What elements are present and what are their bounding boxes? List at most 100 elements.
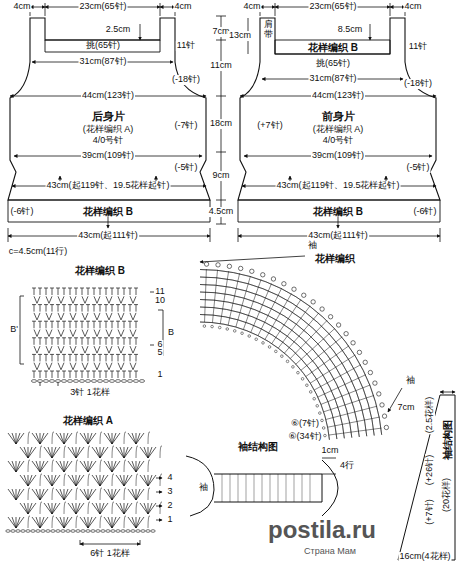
dimension-label: 13cm xyxy=(228,31,252,41)
dimension-label: 9cm xyxy=(211,171,230,181)
stitch-stroke xyxy=(130,346,136,353)
stitch-stroke xyxy=(20,447,36,458)
stitch-stroke xyxy=(68,447,84,458)
stitch-stroke xyxy=(80,489,96,500)
stitch-stroke xyxy=(124,488,126,500)
dimension-line xyxy=(210,228,211,242)
stitch-stroke xyxy=(140,475,156,486)
stitch-stroke xyxy=(62,321,66,328)
stitch-stroke xyxy=(112,502,114,514)
stitch-stroke xyxy=(134,305,138,312)
stitch-stroke xyxy=(56,371,60,378)
stitch-stroke xyxy=(8,461,24,472)
stitch-stroke xyxy=(116,321,120,328)
dimension-label: B xyxy=(167,328,175,338)
stitch-stroke xyxy=(86,338,90,345)
stitch-stroke xyxy=(88,502,90,514)
stitch-stroke xyxy=(265,294,292,340)
stitch-stroke xyxy=(122,288,126,295)
dimension-label: 43cm(起111针) xyxy=(307,231,369,241)
dimension-line xyxy=(222,474,223,502)
stitch-stroke xyxy=(243,279,261,329)
stitch-stroke xyxy=(94,330,100,337)
stitch-stroke xyxy=(32,517,48,528)
panel-note: (花样编织 A) xyxy=(312,124,365,135)
stitch-stroke xyxy=(98,338,102,345)
stitch-stroke xyxy=(56,288,60,295)
stitch-stroke xyxy=(214,474,322,502)
dimension-line xyxy=(108,215,109,228)
stitch-stroke xyxy=(68,503,84,514)
stitch-stroke xyxy=(46,313,52,320)
stitch-stroke xyxy=(86,321,90,328)
dimension-label: 23cm(65针) xyxy=(78,2,127,12)
stitch-stroke xyxy=(74,338,78,345)
stitch-stroke xyxy=(128,354,132,361)
dimension-label: 8.5cm xyxy=(337,25,364,35)
stitch-stroke xyxy=(34,296,40,303)
stitch-stroke xyxy=(92,447,108,458)
stitch-stroke xyxy=(128,371,132,378)
stitch-stroke xyxy=(94,296,100,303)
stitch-stroke xyxy=(34,330,40,337)
stitch-stroke xyxy=(106,363,112,370)
dimension-label: 6针 1花样 xyxy=(89,549,131,559)
stitch-stroke xyxy=(34,363,40,370)
dimension-line xyxy=(440,228,441,242)
dimension-line xyxy=(140,24,141,40)
dimension-line xyxy=(254,474,255,502)
dimension-label: (+26针) xyxy=(425,454,435,486)
dimension-label: 39cm(109针) xyxy=(311,151,365,161)
stitch-stroke xyxy=(82,346,88,353)
stitch-stroke xyxy=(68,305,72,312)
dimension-line xyxy=(156,478,162,479)
stitch-stroke xyxy=(68,475,84,486)
stitch-stroke xyxy=(118,296,124,303)
stitch-stroke xyxy=(56,321,60,328)
stitch-stroke xyxy=(68,288,72,295)
panel-name: 前身片 xyxy=(321,110,356,124)
dimension-label: 18cm xyxy=(209,119,233,129)
dimension-label: 袖 xyxy=(198,483,209,493)
stitch-stroke xyxy=(52,488,54,500)
dimension-line xyxy=(238,228,239,242)
dimension-line xyxy=(262,474,263,502)
dimension-label: 肩带 xyxy=(263,20,274,40)
stitch-stroke xyxy=(98,321,102,328)
stitch-stroke xyxy=(104,338,108,345)
dimension-label: 袖 xyxy=(307,241,318,251)
stitch-stroke xyxy=(329,428,382,435)
stitch-stroke xyxy=(64,474,66,486)
dimension-line xyxy=(338,215,339,228)
stitch-stroke xyxy=(130,363,136,370)
sleeve-fan-chart xyxy=(200,256,402,440)
stitch-stroke xyxy=(110,305,114,312)
stitch-stroke xyxy=(100,488,102,500)
stitch-stroke xyxy=(116,305,120,312)
dimension-label: 43cm(起111针) xyxy=(77,231,139,241)
stitch-stroke xyxy=(44,447,60,458)
stitch-stroke xyxy=(32,305,36,312)
stitch-stroke xyxy=(80,371,84,378)
panel-outline xyxy=(238,18,440,200)
stitch-stroke xyxy=(46,296,52,303)
stitch-stroke xyxy=(160,446,162,458)
stitch-stroke xyxy=(124,516,126,528)
stitch-stroke xyxy=(50,305,54,312)
stitch-stroke xyxy=(251,284,272,333)
sleeve-outline xyxy=(398,395,455,560)
dimension-label: 11针 xyxy=(408,42,428,52)
stitch-stroke xyxy=(86,371,90,378)
stitch-stroke xyxy=(34,346,40,353)
dimension-line xyxy=(294,474,295,502)
dimension-line xyxy=(216,200,226,201)
chart-title: 花样编织 B xyxy=(82,206,134,217)
stitch-stroke xyxy=(116,371,120,378)
row-number: 1 xyxy=(166,515,173,525)
dimension-label: 2.5cm xyxy=(105,25,132,35)
stitch-stroke xyxy=(46,330,52,337)
chart-title: 花样编织 xyxy=(314,253,356,264)
dimension-line xyxy=(216,40,226,41)
stitch-stroke xyxy=(122,321,126,328)
